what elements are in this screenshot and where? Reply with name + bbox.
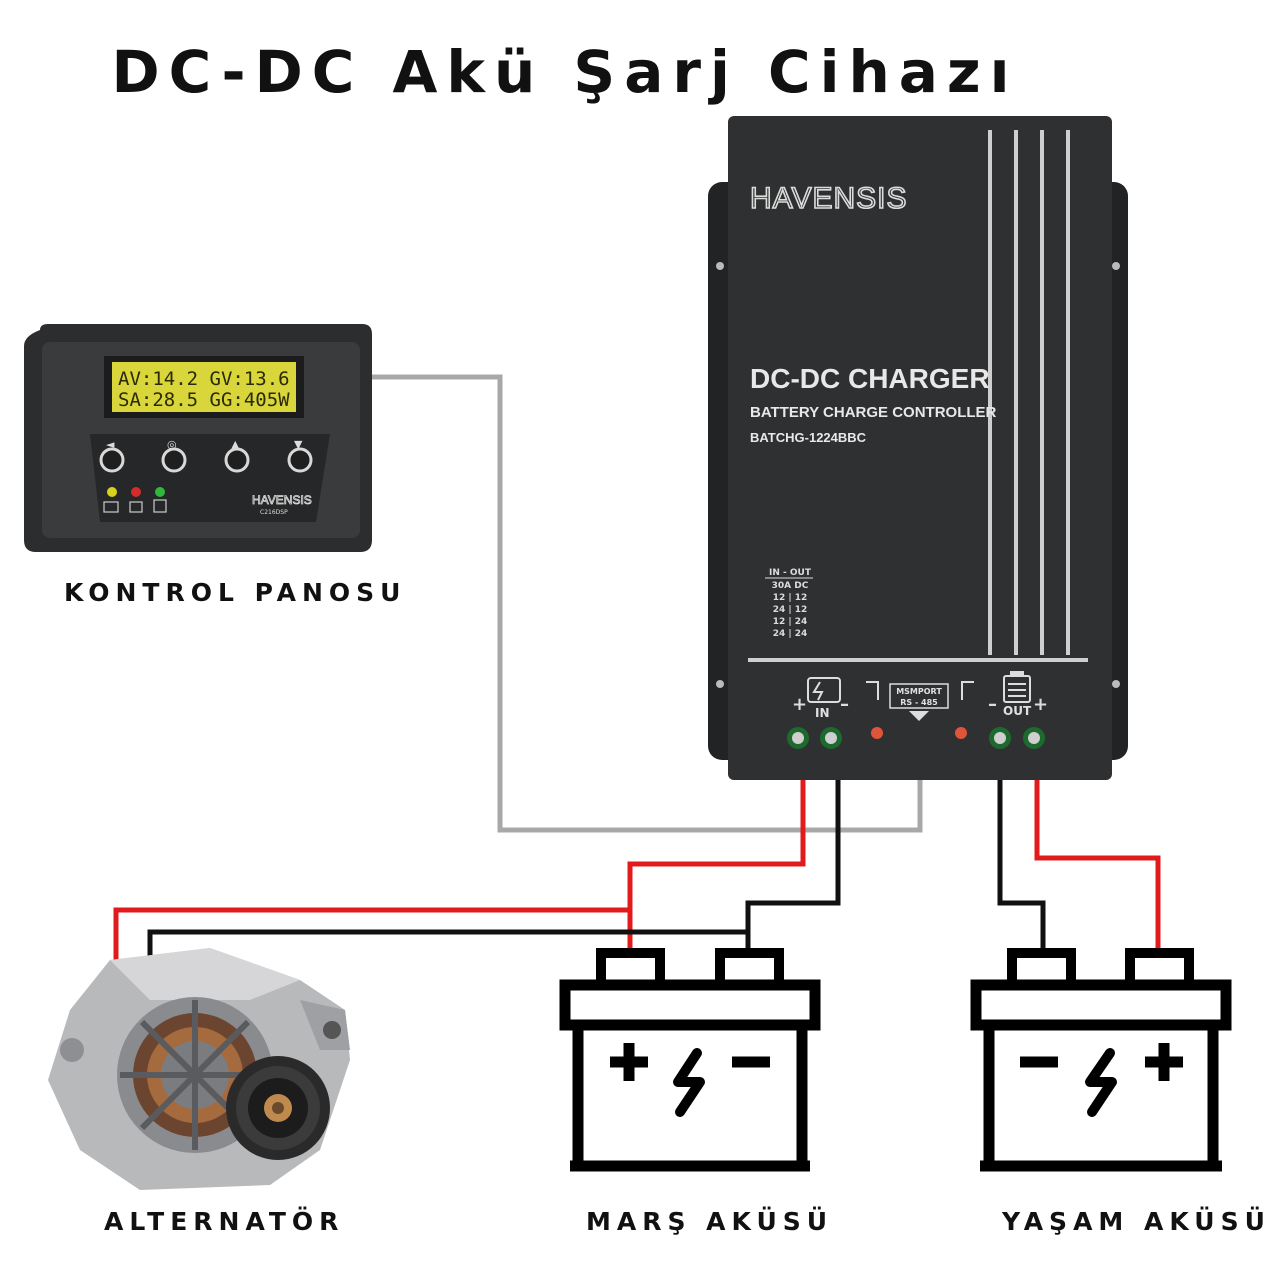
button-up[interactable] [226, 449, 248, 471]
charger-brand: HAVENSIS [750, 182, 908, 215]
led-red [131, 487, 141, 497]
out-label: OUT [1003, 704, 1032, 718]
status-led-left [871, 727, 883, 739]
in-label: IN [815, 706, 830, 720]
house-battery [976, 953, 1226, 1166]
led-yellow [107, 487, 117, 497]
button-ok[interactable] [163, 449, 185, 471]
spec-line: 12 | 12 [773, 593, 808, 603]
status-led-right [955, 727, 967, 739]
control-panel: AV:14.2 GV:13.6 SA:28.5 GG:405W ◄ ◎ ▲ ▼ … [24, 324, 372, 552]
out-plus: + [1033, 694, 1048, 715]
house-battery-lid [976, 985, 1226, 1025]
lcd-line-2: SA:28.5 GG:405W [118, 389, 290, 411]
alternator-caption: ALTERNATÖR [104, 1207, 344, 1236]
output-positive-wire [1037, 778, 1158, 958]
charger-subheading: BATTERY CHARGE CONTROLLER [750, 404, 997, 421]
spec-line: 12 | 24 [773, 617, 808, 627]
mount-ear-hole [60, 1038, 84, 1062]
mount-hole [1112, 680, 1120, 688]
button-down[interactable] [289, 449, 311, 471]
start-battery-caption: MARŞ AKÜSÜ [586, 1207, 833, 1236]
alternator [48, 948, 350, 1190]
mount-hole [716, 680, 724, 688]
start-battery [565, 953, 815, 1166]
spec-line: 24 | 24 [773, 629, 808, 639]
start-battery-lid [565, 985, 815, 1025]
input-negative-wire [748, 778, 838, 958]
button-left[interactable] [101, 449, 123, 471]
panel-model: C216DSP [260, 509, 288, 516]
spec-line: 24 | 12 [773, 605, 808, 615]
led-green [155, 487, 165, 497]
dc-dc-charger: HAVENSIS DC-DC CHARGER BATTERY CHARGE CO… [708, 116, 1128, 780]
mount-hole [1112, 262, 1120, 270]
mount-hole [716, 262, 724, 270]
panel-brand: HAVENSIS [252, 493, 312, 507]
spec-line: IN - OUT [769, 568, 812, 578]
port-label: MSMPORT [896, 687, 942, 696]
spec-line: 30A DC [772, 581, 809, 591]
house-battery-caption: YAŞAM AKÜSÜ [1002, 1207, 1271, 1236]
out-minus: – [988, 694, 997, 715]
in-plus: + [792, 694, 807, 715]
in-minus: – [840, 694, 849, 715]
charger-body [728, 116, 1112, 780]
charger-heading: DC-DC CHARGER [750, 363, 990, 394]
lcd-line-1: AV:14.2 GV:13.6 [118, 368, 290, 390]
control-panel-caption: KONTROL PANOSU [64, 578, 406, 607]
port-sublabel: RS - 485 [900, 698, 938, 707]
charger-model: BATCHG-1224BBC [750, 430, 867, 445]
